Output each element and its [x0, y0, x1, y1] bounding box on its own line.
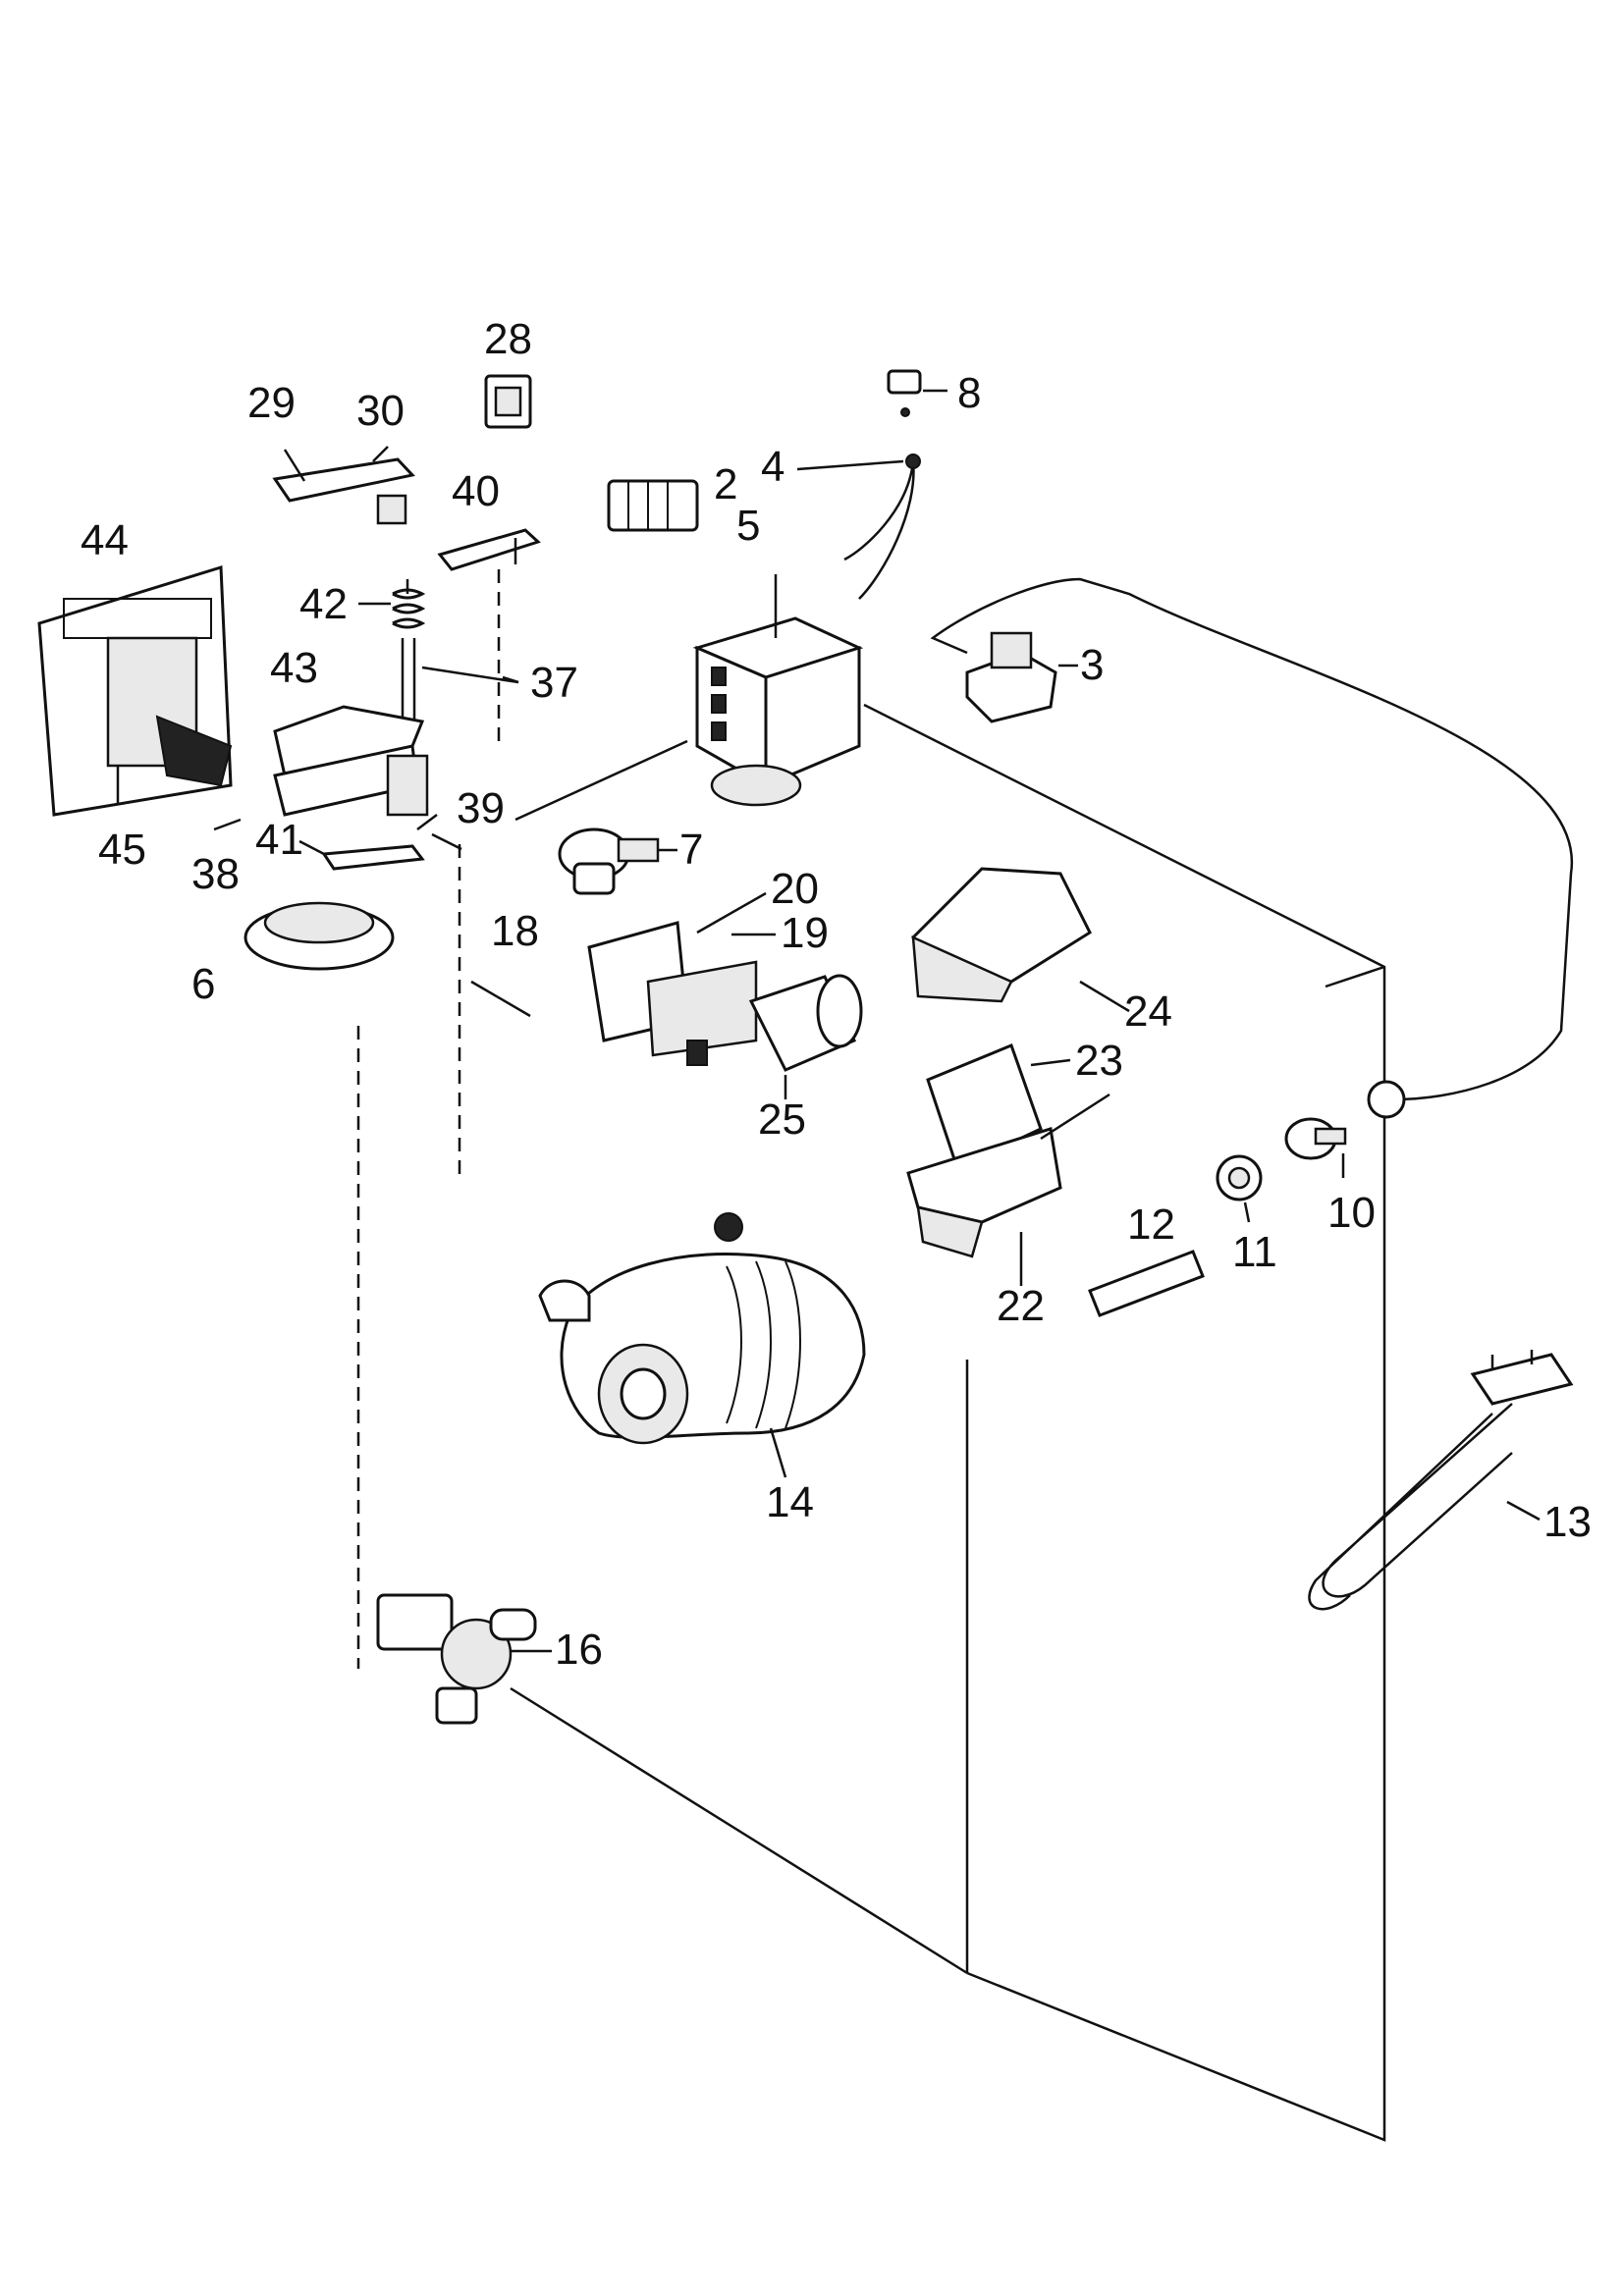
part-4-wire: [843, 454, 921, 600]
part-7-valve: [558, 828, 660, 895]
label-29: 29: [247, 379, 296, 427]
label-44: 44: [81, 516, 129, 564]
part-5-timer: [692, 574, 864, 807]
label-42: 42: [299, 580, 348, 628]
part-43-actuator: [273, 705, 429, 817]
part-28-clip: [484, 374, 532, 429]
part-24-cover: [911, 867, 1092, 1003]
label-30: 30: [356, 387, 405, 435]
label-19: 19: [781, 909, 829, 957]
part-8-cap: [887, 369, 922, 417]
label-12: 12: [1127, 1201, 1175, 1249]
part-13-heater: [1308, 1350, 1574, 1611]
label-38: 38: [191, 850, 240, 898]
label-24: 24: [1124, 988, 1172, 1036]
label-7: 7: [679, 826, 703, 874]
part-20-19-module: [587, 921, 758, 1066]
part-44-45-panel: [37, 564, 233, 817]
label-20: 20: [771, 865, 819, 913]
part-10-sensor: [1284, 1117, 1347, 1160]
label-18: 18: [491, 907, 539, 955]
part-41-link: [321, 844, 425, 871]
label-13: 13: [1543, 1498, 1592, 1546]
label-4: 4: [761, 443, 784, 491]
label-43: 43: [270, 644, 318, 692]
label-16: 16: [555, 1626, 603, 1674]
label-28: 28: [484, 315, 532, 363]
label-10: 10: [1327, 1189, 1376, 1237]
part-18-tube: [431, 832, 462, 1178]
label-25: 25: [758, 1095, 806, 1144]
label-5: 5: [736, 502, 760, 550]
part-16-pump: [376, 1593, 537, 1725]
part-14-motor: [538, 1212, 866, 1445]
label-11: 11: [1232, 1228, 1277, 1276]
part-2-connector: [607, 479, 699, 532]
label-3: 3: [1080, 641, 1104, 689]
label-45: 45: [98, 826, 146, 874]
part-3-thermostat: [930, 577, 1574, 1119]
part-6-pressure-switch: [243, 901, 395, 971]
part-23-22-box: [906, 1043, 1062, 1258]
label-37: 37: [530, 659, 578, 707]
label-22: 22: [997, 1282, 1045, 1330]
label-39: 39: [457, 784, 505, 832]
cabinet-outline: [356, 703, 1386, 2142]
label-14: 14: [766, 1478, 814, 1526]
part-29-30-lever: [272, 449, 415, 525]
label-40: 40: [452, 467, 500, 515]
part-11-nut: [1216, 1154, 1263, 1201]
part-40-bracket: [437, 528, 541, 571]
label-8: 8: [957, 369, 981, 417]
label-6: 6: [191, 960, 215, 1008]
label-23: 23: [1075, 1037, 1123, 1085]
part-38-pin: [213, 818, 242, 831]
part-25-capacitor: [748, 974, 863, 1099]
part-12-plate: [1088, 1250, 1205, 1317]
part-42-spring: [392, 579, 426, 629]
label-41: 41: [255, 816, 303, 864]
part-37-rods: [401, 569, 519, 746]
label-2: 2: [714, 460, 737, 508]
